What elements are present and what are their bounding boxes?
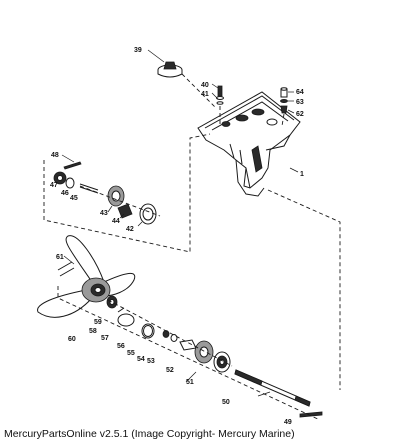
part-49-pin[interactable]: [299, 411, 323, 418]
label-61: 61: [56, 254, 64, 261]
label-49: 49: [284, 419, 292, 426]
label-62: 62: [296, 111, 304, 118]
label-57: 57: [101, 335, 109, 342]
label-56: 56: [117, 343, 125, 350]
label-51: 51: [186, 379, 194, 386]
label-64: 64: [296, 89, 304, 96]
label-45: 45: [70, 195, 78, 202]
label-50: 50: [222, 399, 230, 406]
label-48: 48: [51, 152, 59, 159]
label-41: 41: [201, 91, 209, 98]
parts-40-41-screw[interactable]: [216, 85, 224, 105]
label-1: 1: [300, 171, 304, 178]
parts-62-64[interactable]: [280, 87, 288, 114]
label-39: 39: [134, 47, 142, 54]
label-52: 52: [166, 367, 174, 374]
label-43: 43: [100, 210, 108, 217]
prop-hardware[interactable]: [106, 295, 155, 339]
label-40: 40: [201, 82, 209, 89]
leader-lines: [61, 49, 299, 397]
part-39-cap[interactable]: [157, 61, 183, 78]
label-60: 60: [68, 336, 76, 343]
label-63: 63: [296, 99, 304, 106]
label-42: 42: [126, 226, 134, 233]
label-44: 44: [112, 218, 120, 225]
label-46: 46: [61, 190, 69, 197]
copyright-caption: MercuryPartsOnline v2.5.1 (Image Copyrig…: [4, 428, 295, 440]
label-54: 54: [137, 356, 145, 363]
label-59: 59: [94, 319, 102, 326]
propeller-shaft[interactable]: [234, 369, 311, 407]
exploded-parts-diagram: 39 40 41 64 63 62 1 48 47 46 45 43 44 42…: [37, 47, 341, 426]
part-labels: 39 40 41 64 63 62 1 48 47 46 45 43 44 42…: [50, 47, 304, 426]
label-47: 47: [50, 182, 58, 189]
propeller[interactable]: [37, 235, 136, 318]
label-55: 55: [127, 350, 135, 357]
gear-housing[interactable]: [197, 91, 301, 197]
assembly-lines: [43, 73, 341, 421]
label-53: 53: [147, 358, 155, 365]
label-58: 58: [89, 328, 97, 335]
right-gear-assembly[interactable]: [162, 330, 231, 373]
